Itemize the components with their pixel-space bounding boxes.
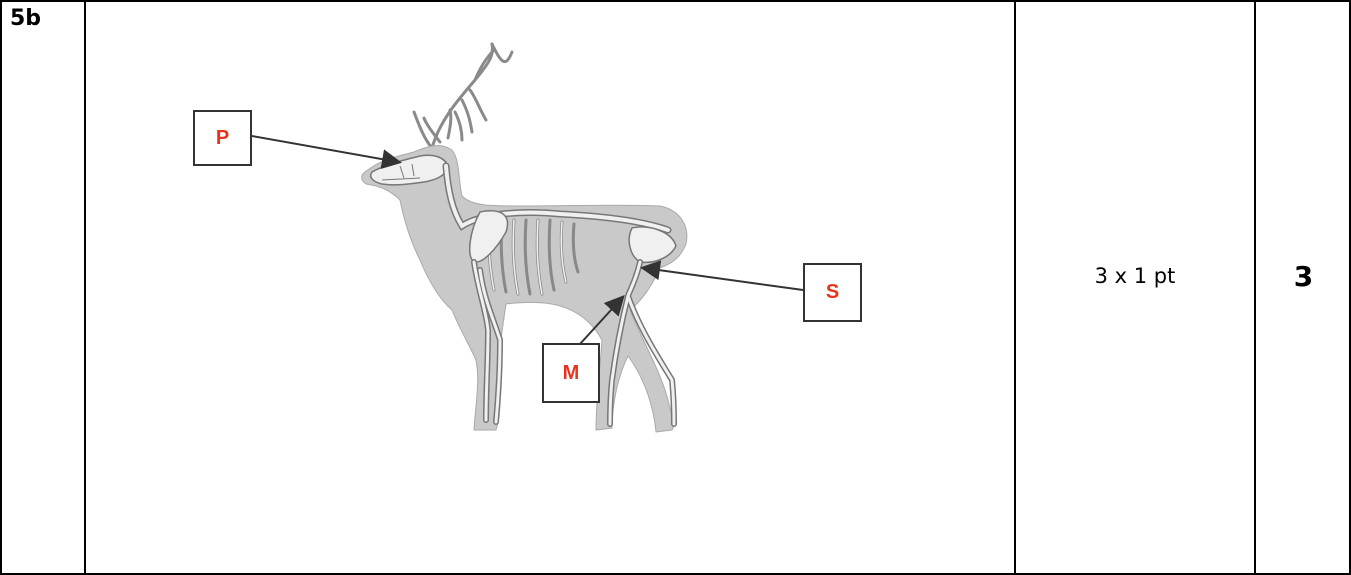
label-p: P [216,127,229,150]
deer-silhouette [362,146,687,432]
arrow-s [644,268,803,290]
label-m: M [563,362,580,385]
label-box-s: S [803,263,862,322]
label-box-m: M [542,343,600,403]
points-rule: 3 x 1 pt [1016,264,1254,288]
arrow-p [252,136,398,162]
total-points: 3 [1256,260,1351,293]
label-s: S [826,281,839,304]
antlers [414,44,512,148]
label-box-p: P [193,110,252,166]
